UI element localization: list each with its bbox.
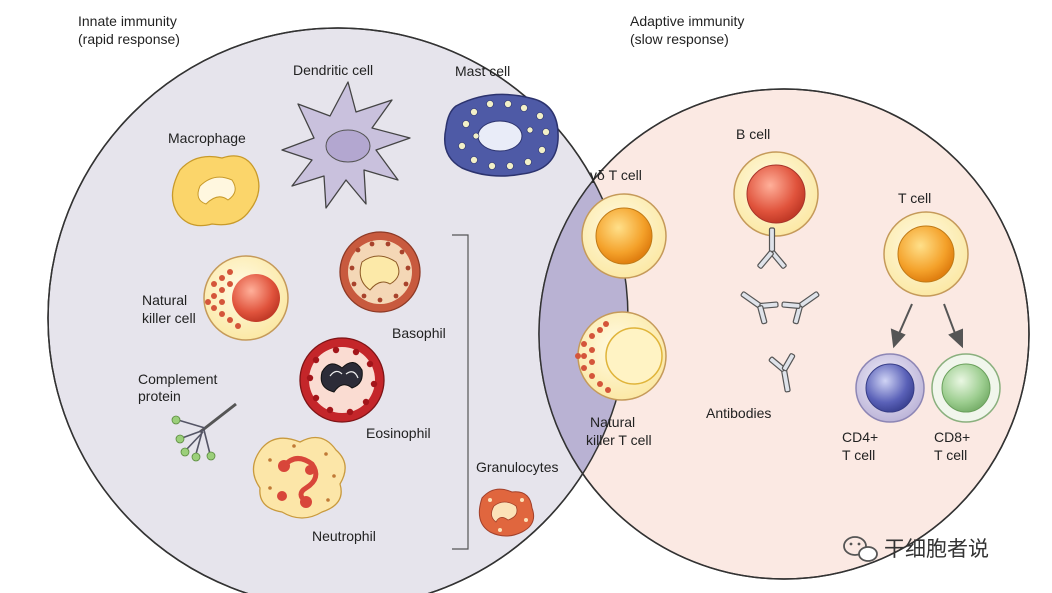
differentiation-arrows [890, 303, 963, 349]
nkt-label-line1: Natural [590, 414, 635, 430]
gdt-label: γδ T cell [590, 167, 642, 183]
granulocyte-icon [478, 488, 535, 537]
mast-cell-icon [444, 93, 559, 177]
antibodies-icon [740, 227, 820, 393]
basophil-label: Basophil [392, 325, 446, 341]
watermark-text: 干细胞者说 [884, 537, 989, 561]
antibodies-label: Antibodies [706, 405, 771, 421]
complement-label-line2: protein [138, 388, 181, 404]
tcell-label: T cell [898, 190, 931, 206]
t-cell-icon [883, 211, 969, 297]
b-cell-icon [733, 151, 819, 237]
complement-protein-icon [171, 402, 237, 462]
cd8-label-line1: CD8+ [934, 429, 970, 445]
nk-label-line2: killer cell [142, 310, 196, 326]
nk-cell-icon [203, 255, 289, 341]
mast-label: Mast cell [455, 63, 510, 79]
dendritic-label: Dendritic cell [293, 62, 373, 78]
nk-label-line1: Natural [142, 292, 187, 308]
nkt-cell-icon [575, 311, 667, 401]
cd4-label-line2: T cell [842, 447, 875, 463]
neutrophil-icon [252, 436, 346, 519]
nkt-label-line2: killer T cell [586, 432, 652, 448]
innate-title: Innate immunity [78, 13, 177, 29]
complement-label-line1: Complement [138, 371, 217, 387]
granulocytes-label: Granulocytes [476, 459, 558, 475]
dendritic-cell-icon [281, 81, 411, 209]
cd4-t-cell-icon [855, 353, 925, 423]
macrophage-icon [171, 155, 260, 227]
adaptive-title: Adaptive immunity [630, 13, 744, 29]
bcell-label: B cell [736, 126, 770, 142]
basophil-icon [339, 231, 421, 313]
eosinophil-icon [299, 337, 385, 423]
macrophage-label: Macrophage [168, 130, 246, 146]
cd4-label-line1: CD4+ [842, 429, 878, 445]
innate-subtitle: (rapid response) [78, 31, 180, 47]
eosinophil-label: Eosinophil [366, 425, 431, 441]
cd8-t-cell-icon [931, 353, 1001, 423]
adaptive-subtitle: (slow response) [630, 31, 729, 47]
cd8-label-line2: T cell [934, 447, 967, 463]
wechat-icon [843, 536, 878, 562]
neutrophil-label: Neutrophil [312, 528, 376, 544]
gamma-delta-t-cell-icon [581, 193, 667, 279]
granulocytes-bracket [452, 234, 469, 550]
